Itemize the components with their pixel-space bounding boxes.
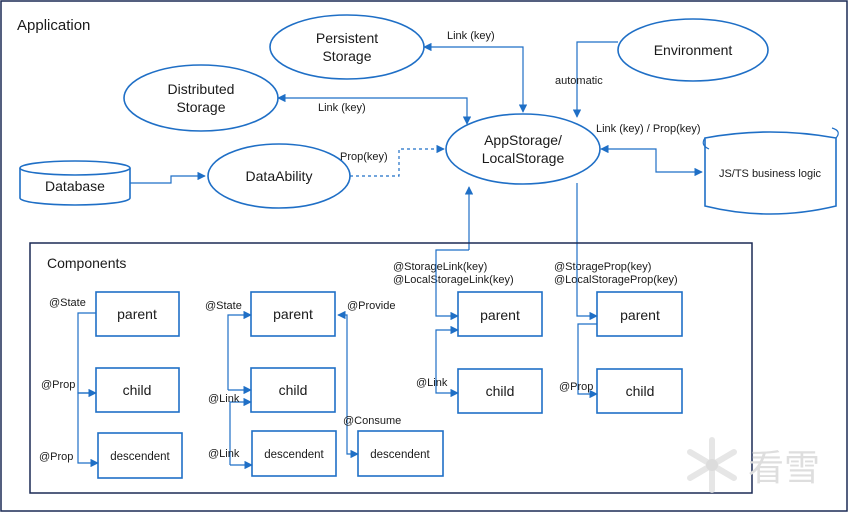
col2-state-label: @State [205,300,242,312]
col2-parent-label: parent [273,306,313,322]
col4-link-label: @Link [416,377,448,389]
dataability-label: DataAbility [246,168,313,184]
watermark-snowflake-icon [687,437,737,493]
col1-child-label: child [123,382,152,398]
col1-parent [95,291,180,337]
application-title: Application [17,17,90,34]
col4-parent-label: parent [480,307,520,323]
appstorage-label-2: LocalStorage [482,150,565,166]
link-key-label-1: Link (key) [447,30,495,42]
prop-key-label: Prop(key) [340,151,388,163]
col1-state-prop-arrow [77,312,97,398]
col1-descendent-label: descendent [110,451,170,463]
distributed-storage-label-2: Storage [176,99,225,115]
storage-prop-label: @StorageProp(key) [554,261,651,273]
provide-label: @Provide [347,300,395,312]
col2-link-label-1: @Link [208,393,240,405]
col2-link-up-2 [229,397,252,465]
col2-link-label-2: @Link [208,448,240,460]
link-key-label-2: Link (key) [318,102,366,114]
col4-parent [457,291,543,337]
col5-prop-label: @Prop [559,381,593,393]
dataability-appstorage-prop [350,144,445,177]
database-label: Database [45,178,105,194]
automatic-label: automatic [555,75,603,87]
storage-link-label: @StorageLink(key) [393,261,487,273]
database-dataability-link [130,171,206,184]
persistent-storage-label-1: Persistent [316,30,378,46]
components-title: Components [47,255,126,271]
appstorage-node [445,113,601,185]
local-storage-link-label: @LocalStorageLink(key) [393,274,514,286]
distributed-appstorage-link [277,93,472,125]
jsts-label: JS/TS business logic [719,168,822,180]
col1-parent-label: parent [117,306,157,322]
persistent-storage-node [269,14,425,80]
environment-appstorage-link [572,41,618,118]
col5-child-label: child [626,383,655,399]
col4-storage-link-arrow [435,249,469,321]
local-storage-prop-label: @LocalStorageProp(key) [554,274,678,286]
col2-child [250,367,336,413]
col5-parent-label: parent [620,307,660,323]
consume-label: @Consume [343,415,401,427]
appstorage-label-1: AppStorage/ [484,132,562,148]
col4-child [457,368,543,414]
col4-link-arrow [435,325,459,398]
provide-consume-link [337,310,359,459]
col1-prop-label-2: @Prop [39,451,73,463]
watermark-text: 看雪 [748,448,820,489]
distributed-storage-node [123,64,279,132]
col2-child-label: child [279,382,308,398]
col3-descendent [357,430,444,477]
col5-prop-arrow [577,323,598,399]
persistent-appstorage-link [423,42,528,113]
col5-storage-prop-arrow [576,250,598,321]
col2-descendent-label: descendent [264,449,324,461]
components-frame [29,242,753,494]
appstorage-jsts-link [600,144,703,177]
environment-node [617,18,769,82]
jsts-business-logic-node [702,127,839,215]
environment-label: Environment [654,42,733,58]
col2-parent [250,291,336,337]
database-node [19,160,131,206]
col2-link-up-1 [227,310,252,390]
col3-descendent-label: descendent [370,449,430,461]
col1-prop-label-1: @Prop [41,379,75,391]
col1-descendent [97,432,183,479]
col1-state-label: @State [49,297,86,309]
link-prop-label: Link (key) / Prop(key) [596,123,701,135]
distributed-storage-label-1: Distributed [168,81,235,97]
col2-descendent [251,430,337,477]
col1-prop-prop-arrow [77,392,99,468]
col4-child-label: child [486,383,515,399]
persistent-storage-label-2: Storage [322,48,371,64]
